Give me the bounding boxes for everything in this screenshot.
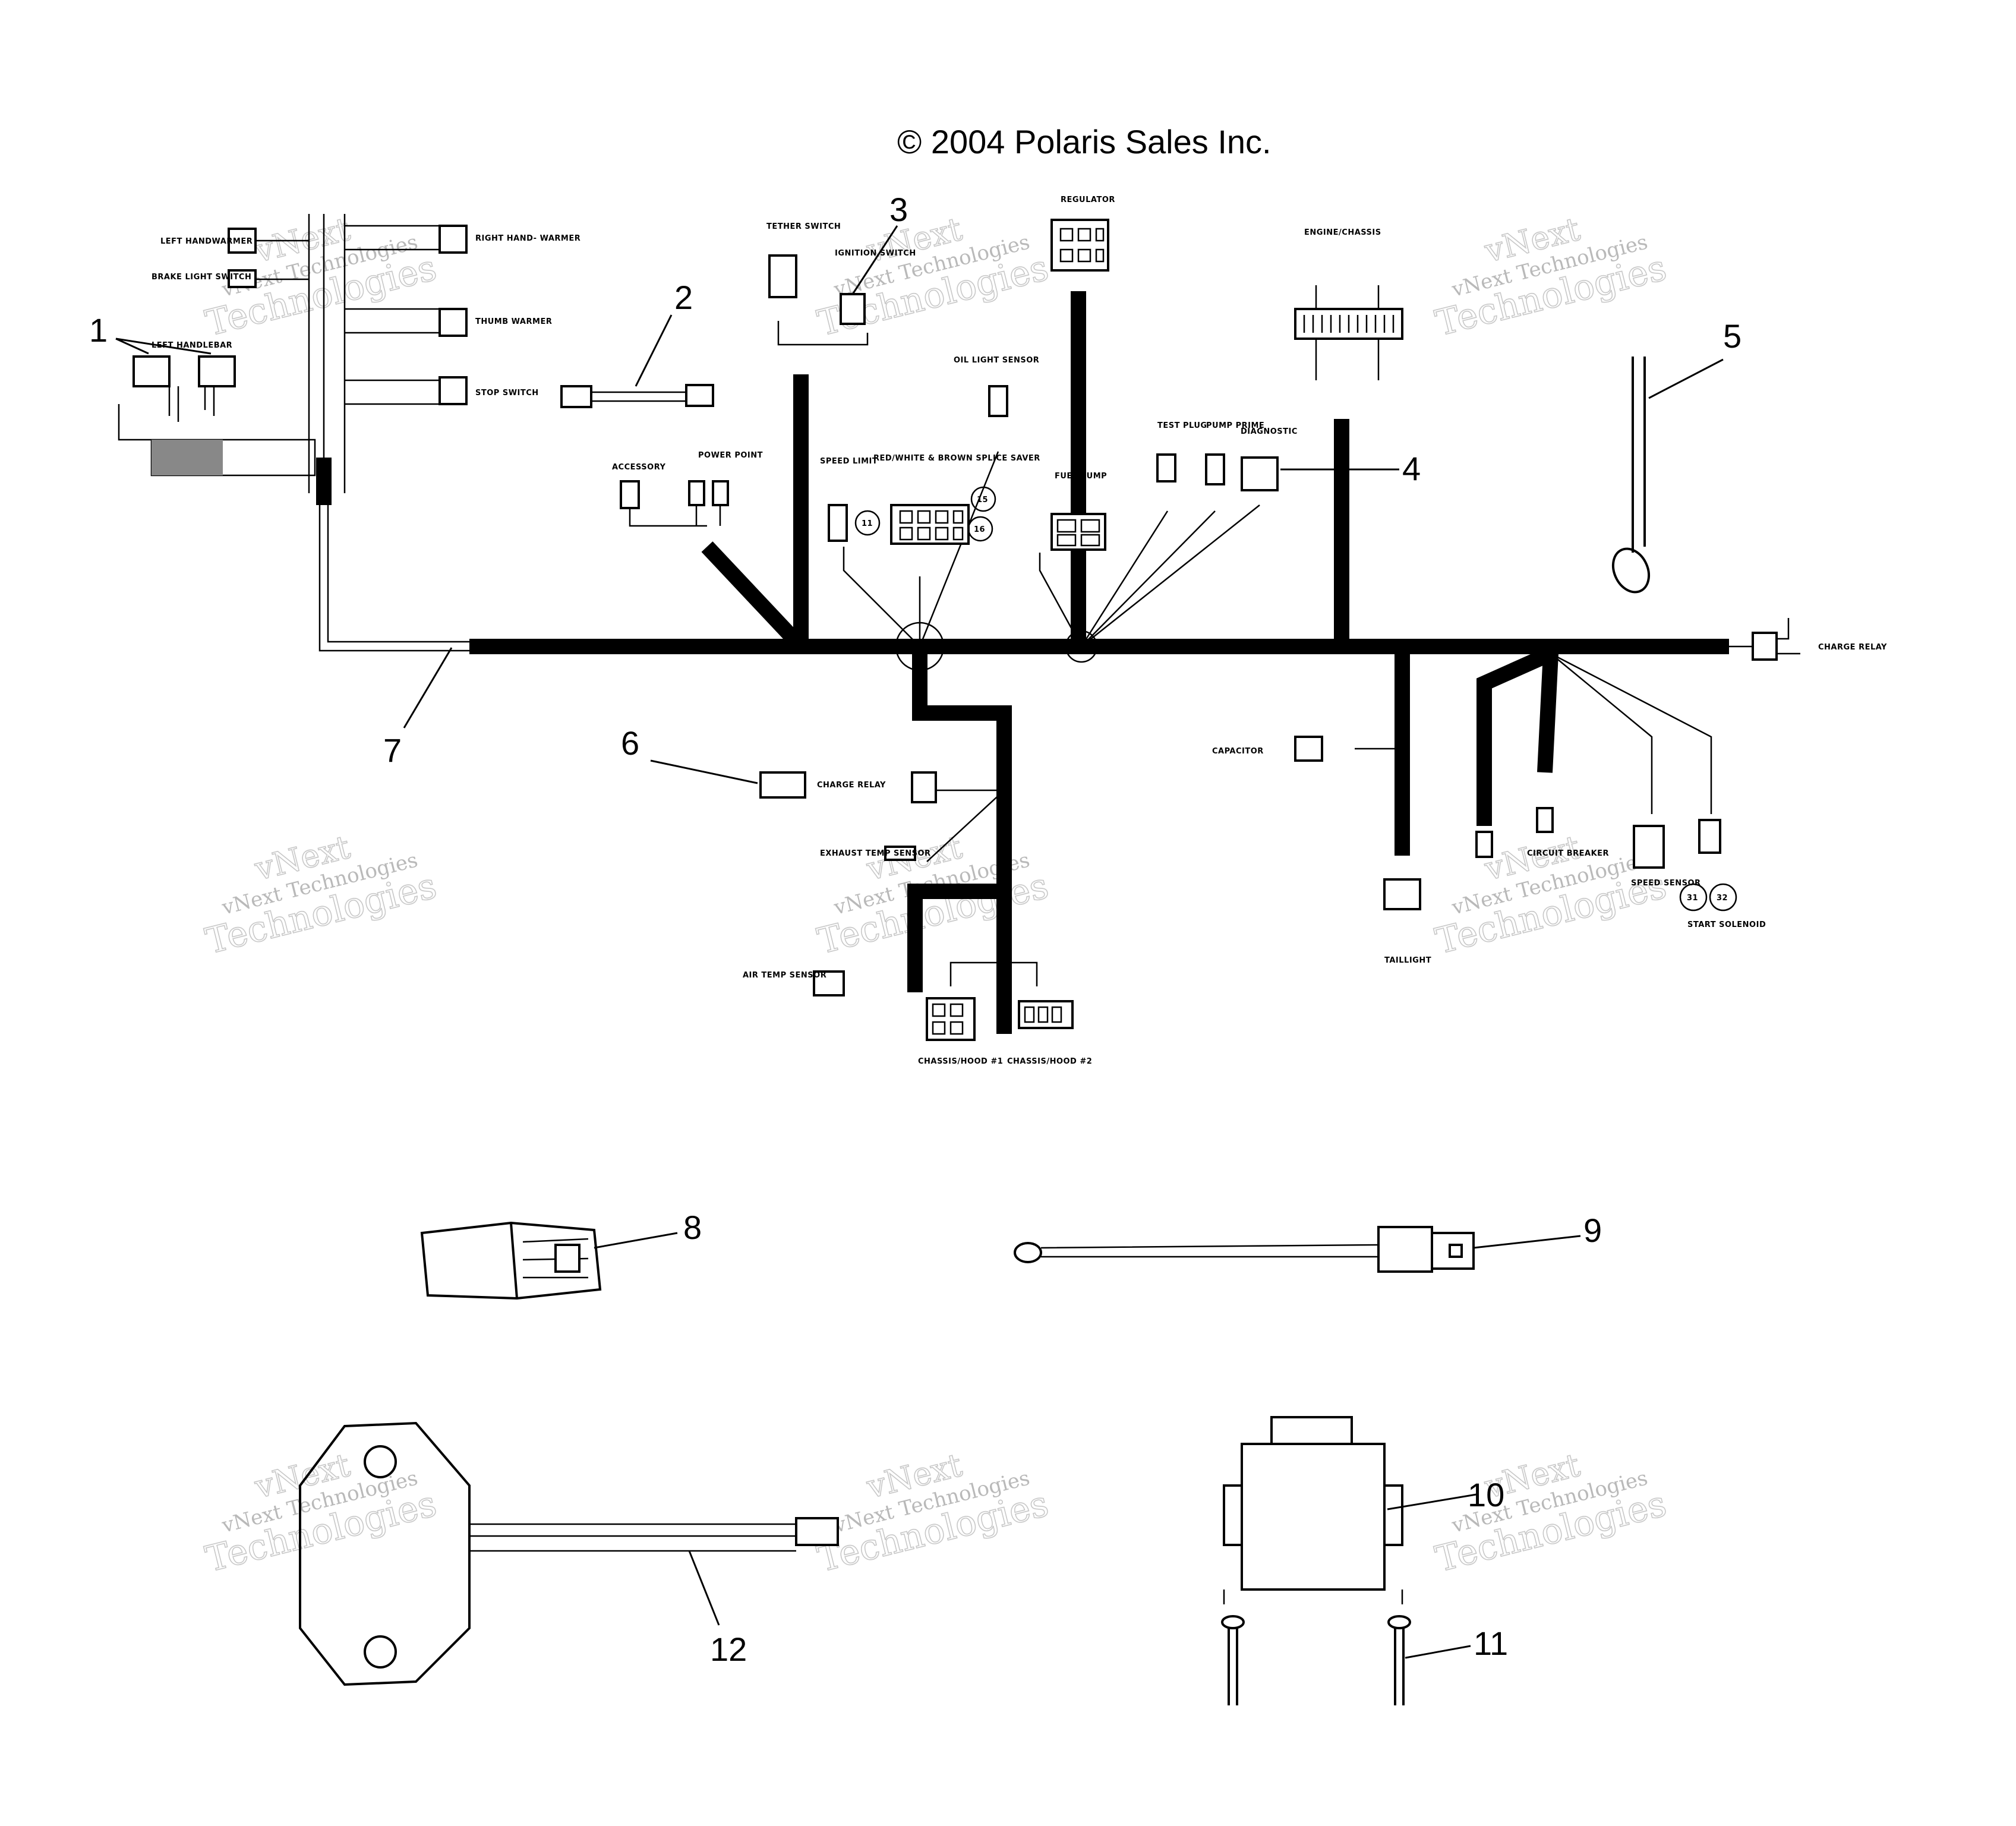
callout-6: 6 — [621, 724, 639, 762]
label-start-solenoid: START SOLENOID — [1687, 920, 1766, 929]
callout-7: 7 — [383, 731, 402, 769]
part-9-cable — [1014, 1226, 1475, 1273]
node-11: 11 — [862, 519, 873, 528]
node-15: 15 — [977, 496, 988, 504]
label-test-plug: TEST PLUG — [1157, 421, 1207, 430]
watermark: vNext Technologies vNext Technologies — [201, 828, 441, 963]
label-accessory: ACCESSORY — [612, 463, 666, 472]
node-16: 16 — [974, 525, 985, 534]
label-thumb-warmer: THUMB WARMER — [475, 317, 552, 326]
label-chassis-hood-1: CHASSIS/HOOD #1 — [918, 1057, 1003, 1066]
splice-saver-group: 11 15 16 SPEED LIMIT RED/WHITE & BROWN S… — [820, 356, 1040, 545]
watermark: vNext Technologies vNext Technologies — [1431, 210, 1671, 345]
callout-numbers: 1 2 3 4 5 6 7 8 9 10 11 12 — [89, 191, 1741, 1668]
label-ignition-switch: IGNITION SWITCH — [835, 249, 916, 258]
watermark: vNext Technologies vNext Technologies — [201, 210, 441, 345]
part-12-module — [299, 1421, 839, 1686]
node-31: 31 — [1687, 894, 1698, 903]
label-taillight: TAILLIGHT — [1384, 956, 1431, 965]
copyright-text: © 2004 Polaris Sales Inc. — [897, 123, 1272, 160]
tether-ignition: TETHER SWITCH IGNITION SWITCH — [766, 222, 916, 346]
label-speed-sensor: SPEED SENSOR — [1631, 879, 1701, 888]
label-left-handwarmer: LEFT HANDWARMER — [160, 237, 253, 246]
callout-3: 3 — [889, 191, 908, 228]
callout-4: 4 — [1402, 450, 1421, 487]
watermark: vNext Technologies vNext Technologies — [1431, 1446, 1671, 1581]
label-oil-light-sensor: OIL LIGHT SENSOR — [954, 356, 1039, 365]
engine-chassis: ENGINE/CHASSIS — [1294, 228, 1403, 380]
node-32: 32 — [1717, 894, 1728, 903]
accessory-power-point: ACCESSORY POWER POINT — [612, 451, 763, 527]
part-5-strap — [1611, 357, 1651, 594]
label-stop-switch: STOP SWITCH — [475, 389, 539, 398]
label-right-handwarmer: RIGHT HAND- WARMER — [475, 234, 580, 243]
label-diagnostic: DIAGNOSTIC — [1241, 427, 1298, 436]
callout-1: 1 — [89, 311, 108, 349]
fuel-pump-group: FUEL PUMP TEST PLUG PUMP PRIME DIAGNOSTI… — [1050, 421, 1298, 551]
label-speed-limit: SPEED LIMIT — [820, 457, 878, 466]
label-brake-light-switch: BRAKE LIGHT SWITCH — [152, 273, 251, 282]
part-2-jumper — [560, 384, 714, 408]
callout-12: 12 — [710, 1631, 747, 1668]
label-power-point: POWER POINT — [698, 451, 763, 460]
handlebar-cluster: LEFT HANDWARMER BRAKE LIGHT SWITCH LEFT … — [118, 214, 580, 493]
callout-2: 2 — [674, 279, 693, 316]
main-harness — [316, 291, 1753, 1034]
charge-relay-right: CHARGE RELAY — [1752, 618, 1887, 661]
right-components: CAPACITOR TAILLIGHT CIRCUIT BREAKER SPEE… — [1212, 736, 1766, 965]
watermark: vNext Technologies vNext Technologies — [201, 1446, 441, 1581]
callout-9: 9 — [1583, 1212, 1602, 1249]
label-charge-relay-center: CHARGE RELAY — [817, 781, 886, 790]
part-10-cdi-box — [1221, 1416, 1411, 1705]
center-lower-components: CHARGE RELAY EXHAUST TEMP SENSOR AIR TEM… — [743, 771, 1092, 1066]
label-regulator: REGULATOR — [1061, 195, 1115, 204]
label-air-temp-sensor: AIR TEMP SENSOR — [743, 971, 826, 980]
label-pump-prime: PUMP PRIME — [1206, 421, 1264, 430]
label-capacitor: CAPACITOR — [1212, 747, 1264, 756]
callout-leaders — [115, 225, 1724, 1659]
label-chassis-hood-2: CHASSIS/HOOD #2 — [1007, 1057, 1092, 1066]
callout-10: 10 — [1468, 1476, 1504, 1513]
part-8-connector — [420, 1221, 602, 1300]
callout-5: 5 — [1723, 317, 1741, 355]
watermark: vNext Technologies vNext Technologies — [813, 1446, 1053, 1581]
label-fuel-pump: FUEL PUMP — [1055, 472, 1107, 481]
regulator: REGULATOR — [1050, 195, 1115, 272]
label-exhaust-temp-sensor: EXHAUST TEMP SENSOR — [820, 849, 931, 858]
label-tether-switch: TETHER SWITCH — [766, 222, 841, 231]
callout-8: 8 — [683, 1209, 702, 1246]
label-charge-relay-right: CHARGE RELAY — [1818, 643, 1887, 652]
label-splice-saver: RED/WHITE & BROWN SPLICE SAVER — [873, 454, 1040, 463]
label-circuit-breaker: CIRCUIT BREAKER — [1527, 849, 1609, 858]
label-engine-chassis: ENGINE/CHASSIS — [1304, 228, 1381, 237]
watermark: vNext Technologies vNext Technologies — [813, 210, 1053, 345]
callout-11: 11 — [1474, 1625, 1508, 1662]
